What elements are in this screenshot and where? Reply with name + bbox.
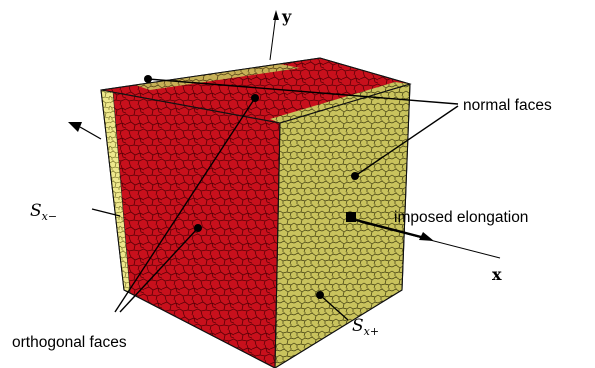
elongation-arrow <box>346 212 434 241</box>
s-x-plus-label: Sx+ <box>352 316 379 338</box>
leader-lines <box>91 78 459 321</box>
s-x-minus-sub: x− <box>42 210 57 223</box>
s-x-plus-base: S <box>352 316 364 336</box>
top-face-yellow-strip <box>135 64 300 90</box>
top-face-right-strip <box>270 82 410 123</box>
cube <box>100 57 412 368</box>
front-face <box>100 89 281 368</box>
left-arrow <box>68 122 102 140</box>
normal-faces-label: normal faces <box>463 97 552 114</box>
elongation-marker <box>346 212 356 222</box>
right-face <box>274 83 411 368</box>
y-axis-label: y <box>281 7 292 26</box>
s-x-minus-label: Sx− <box>30 201 57 223</box>
s-x-minus-base: S <box>30 201 42 221</box>
orthogonal-faces-label: orthogonal faces <box>12 334 127 351</box>
leader-dots <box>144 75 359 299</box>
imposed-elongation-label: imposed elongation <box>394 209 528 226</box>
y-axis: y <box>269 7 292 61</box>
cube-outline <box>100 57 411 368</box>
s-x-plus-sub: x+ <box>364 325 379 338</box>
x-axis-label: x <box>492 265 502 284</box>
